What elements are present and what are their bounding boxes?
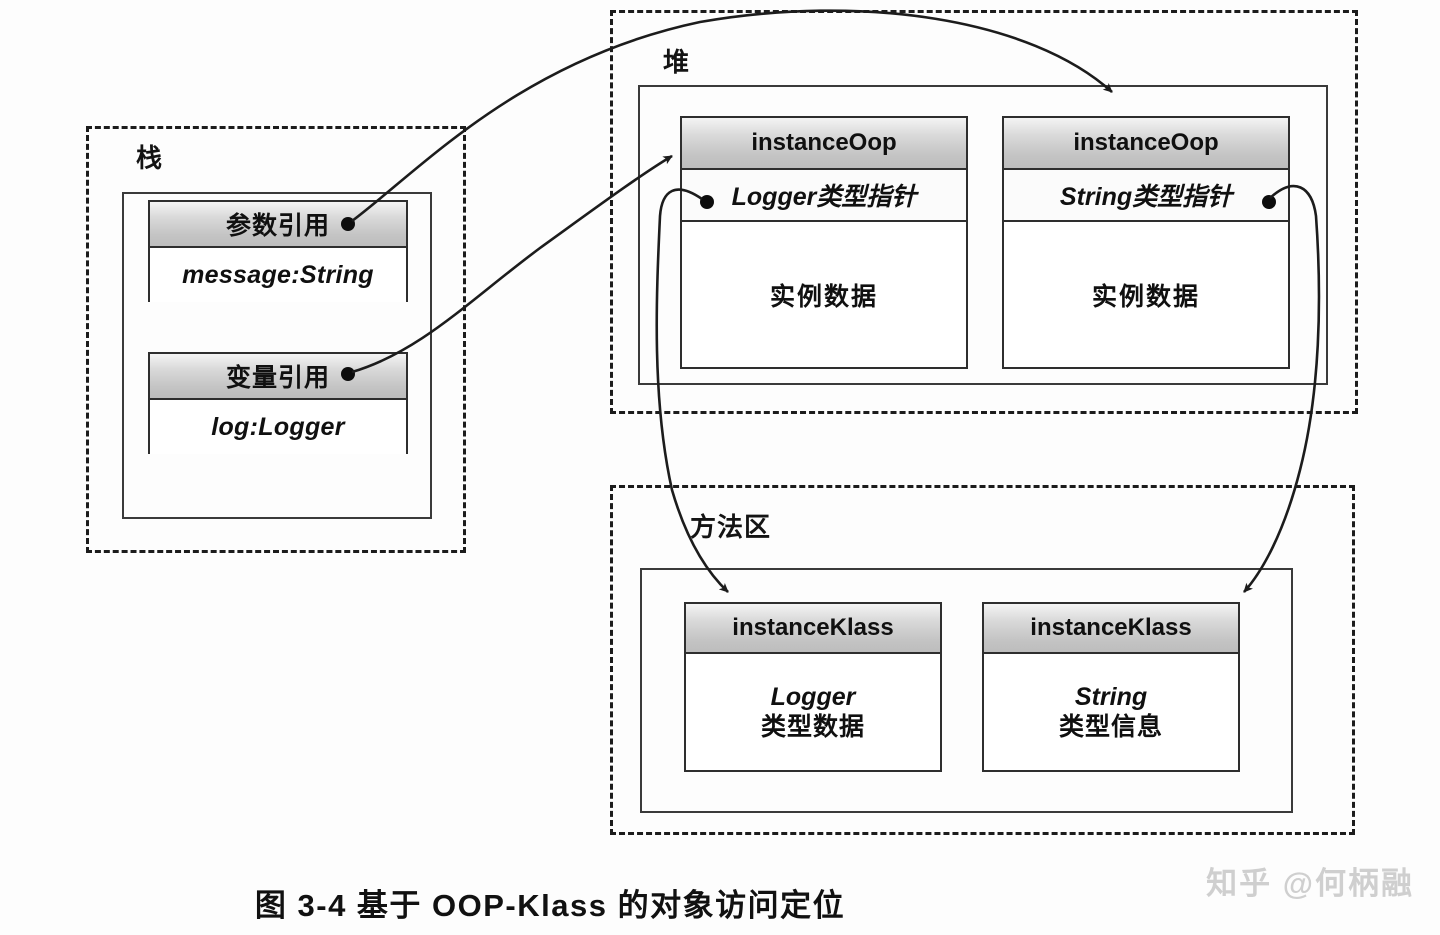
method-area-klass-logger-body: Logger 类型数据 — [686, 654, 940, 770]
string-type-pointer-dot — [1262, 195, 1276, 209]
stack-frame-parameter-reference-header: 参数引用 — [150, 202, 406, 248]
method-area-klass-string-body: String 类型信息 — [984, 654, 1238, 770]
region-method-area — [610, 485, 1355, 835]
parameter-reference-dot — [341, 217, 355, 231]
method-area-klass-logger-type-name: Logger — [770, 682, 856, 711]
heap-object-logger-pointer-row: Logger类型指针 — [682, 170, 966, 222]
stack-frame-variable-reference: 变量引用 log:Logger — [148, 352, 408, 454]
method-area-klass-string-type-desc: 类型信息 — [1058, 713, 1163, 741]
heap-object-logger-header: instanceOop — [682, 118, 966, 170]
region-method-area-label: 方法区 — [690, 512, 772, 542]
stack-frame-variable-reference-header: 变量引用 — [150, 354, 406, 400]
stack-frame-parameter-reference: 参数引用 message:String — [148, 200, 408, 302]
method-area-inner-frame — [640, 568, 1293, 813]
region-heap-label: 堆 — [663, 47, 691, 77]
watermark: 知乎 @何柄融 — [1206, 866, 1414, 901]
heap-object-string-data: 实例数据 — [1004, 222, 1288, 367]
figure-caption: 图 3-4 基于 OOP-Klass 的对象访问定位 — [254, 888, 846, 923]
region-stack-label: 栈 — [136, 143, 164, 173]
method-area-klass-logger-type-desc: 类型数据 — [760, 713, 865, 741]
method-area-klass-logger: instanceKlass Logger 类型数据 — [684, 602, 942, 772]
variable-reference-dot — [341, 367, 355, 381]
stack-frame-parameter-reference-body: message:String — [150, 248, 406, 302]
method-area-klass-string-type-name: String — [1074, 682, 1148, 711]
method-area-klass-string-header: instanceKlass — [984, 604, 1238, 654]
method-area-klass-string: instanceKlass String 类型信息 — [982, 602, 1240, 772]
heap-object-string-header: instanceOop — [1004, 118, 1288, 170]
stack-frame-variable-reference-body: log:Logger — [150, 400, 406, 454]
heap-object-string: instanceOop String类型指针 实例数据 — [1002, 116, 1290, 369]
logger-type-pointer-dot — [700, 195, 714, 209]
heap-object-string-pointer-row: String类型指针 — [1004, 170, 1288, 222]
heap-object-logger-data: 实例数据 — [682, 222, 966, 367]
method-area-klass-logger-header: instanceKlass — [686, 604, 940, 654]
heap-object-logger: instanceOop Logger类型指针 实例数据 — [680, 116, 968, 369]
